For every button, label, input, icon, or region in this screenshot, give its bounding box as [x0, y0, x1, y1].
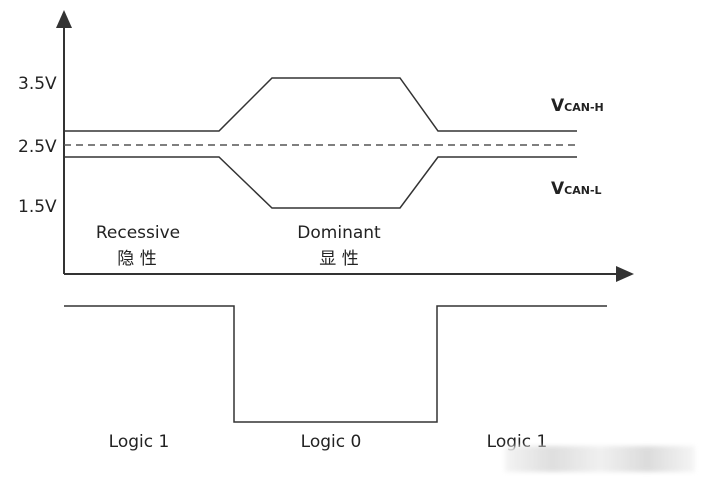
y-tick-2-5v: 2.5V — [18, 137, 57, 157]
can-h-signal — [64, 77, 577, 132]
can-l-signal — [64, 156, 577, 209]
dominant-label-zh: 显 性 — [319, 249, 358, 269]
can-h-label: VCAN-H — [551, 96, 604, 116]
can-l-label: VCAN-L — [551, 179, 602, 199]
logic-1-left-label: Logic 1 — [109, 432, 170, 452]
can-l-label-sub: CAN-L — [564, 184, 601, 197]
recessive-label-zh: 隐 性 — [117, 249, 156, 269]
can-h-label-main: V — [551, 96, 565, 116]
dominant-label: Dominant — [297, 223, 381, 243]
y-tick-3-5v: 3.5V — [18, 74, 57, 94]
can-l-label-main: V — [551, 179, 565, 199]
blurred-watermark — [505, 446, 695, 472]
logic-0-label: Logic 0 — [301, 432, 362, 452]
y-tick-1-5v: 1.5V — [18, 197, 57, 217]
recessive-label: Recessive — [96, 223, 180, 243]
logic-waveform — [64, 305, 607, 423]
can-h-label-sub: CAN-H — [564, 101, 604, 114]
